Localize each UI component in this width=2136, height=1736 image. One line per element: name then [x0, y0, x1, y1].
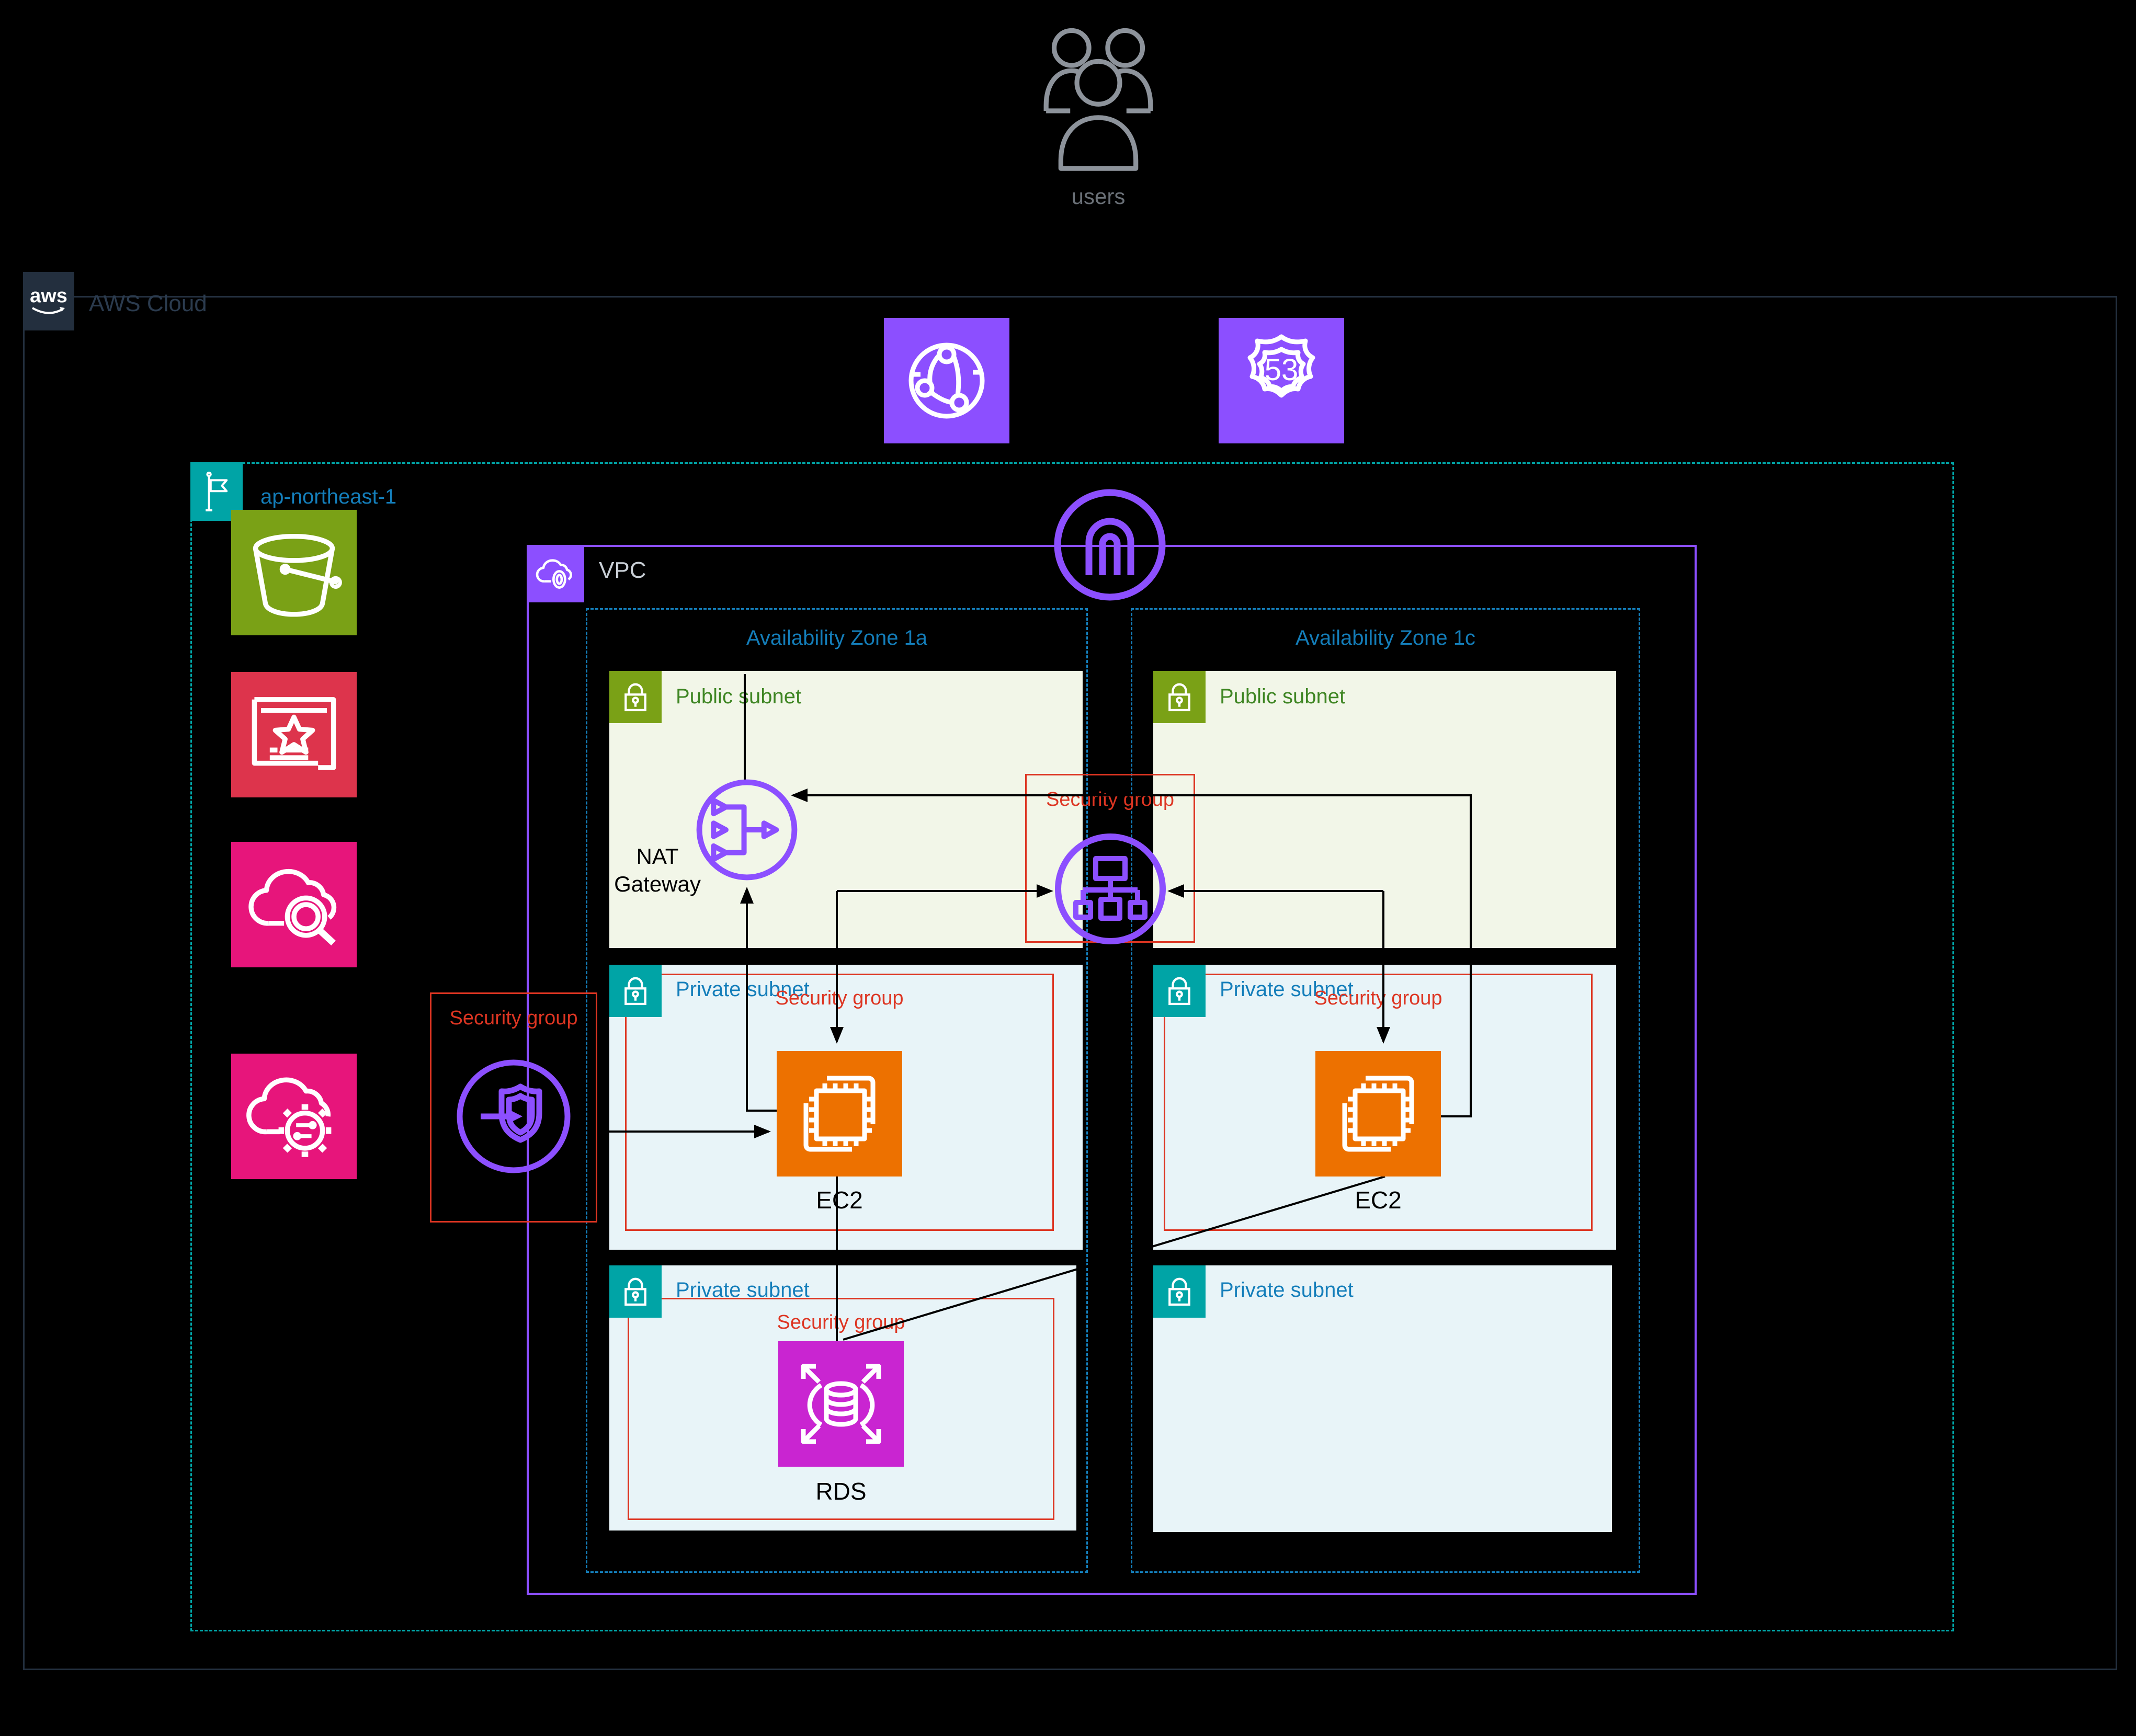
rds-label: RDS [815, 1478, 867, 1505]
nat-gateway-icon [695, 778, 799, 882]
security-group-rds-label: Security group [777, 1311, 905, 1333]
private-subnet-1a-db-label: Private subnet [676, 1278, 810, 1301]
cloudfront-icon [884, 318, 1009, 443]
internet-gateway-icon [1052, 487, 1167, 602]
private-subnet-1a-app-label: Private subnet [676, 978, 810, 1001]
private-subnet-lock-icon [609, 1265, 662, 1318]
private-subnet-lock-icon [1153, 965, 1206, 1017]
az-1c-label: Availability Zone 1c [1296, 626, 1475, 649]
private-subnet-1c-db-label: Private subnet [1220, 1278, 1354, 1301]
ec2-1a-label: EC2 [816, 1186, 863, 1214]
security-group-alb-label: Security group [1046, 789, 1174, 810]
nat-gateway-label: NAT Gateway [614, 844, 701, 896]
users-icon [1031, 13, 1165, 185]
private-subnet-1c-db [1153, 1265, 1612, 1532]
private-subnet-lock-icon [1153, 1265, 1206, 1318]
aws-cloud-container [23, 296, 2117, 1670]
public-subnet-1c-label: Public subnet [1220, 685, 1346, 708]
wire-ec2-1c-to-nat [791, 789, 1472, 1117]
aws-logo-text: aws [30, 285, 67, 307]
security-group-ec2-1a [625, 974, 1054, 1231]
az-1c-container [1131, 608, 1640, 1573]
vpc-icon [527, 545, 584, 602]
region-container [190, 462, 1954, 1631]
systems-manager-icon [231, 1054, 357, 1179]
private-subnet-1c-app-label: Private subnet [1220, 978, 1354, 1001]
ec2-icon [1315, 1051, 1441, 1177]
wire-ec2-1a-to-nat [740, 887, 777, 1112]
public-subnet-1a [609, 671, 1083, 948]
security-group-ec2-1c-label: Security group [1314, 987, 1442, 1009]
load-balancer-icon [1053, 831, 1168, 946]
vpc-label: VPC [599, 557, 646, 583]
users-label: users [1071, 184, 1126, 209]
az-1a-container [586, 608, 1088, 1573]
security-group-rds [628, 1298, 1054, 1520]
aws-logo: aws [23, 272, 74, 330]
route53-icon: 53 [1219, 318, 1344, 443]
ec2-1c-label: EC2 [1355, 1186, 1402, 1214]
private-subnet-lock-icon [609, 965, 662, 1017]
ec2-icon [777, 1051, 902, 1177]
security-group-ec2-1a-label: Security group [775, 987, 904, 1009]
aws-cloud-title: AWS Cloud [89, 291, 207, 316]
security-group-shield-label: Security group [449, 1007, 578, 1029]
security-group-shield [430, 992, 597, 1223]
region-label: ap-northeast-1 [260, 485, 397, 508]
certificate-manager-icon [231, 672, 357, 797]
public-subnet-lock-icon [609, 671, 662, 723]
rds-icon [778, 1341, 904, 1467]
public-subnet-1c [1153, 671, 1616, 948]
public-subnet-lock-icon [1153, 671, 1206, 723]
s3-icon [231, 510, 357, 635]
aws-smile-icon [31, 307, 65, 314]
public-subnet-1a-label: Public subnet [676, 685, 802, 708]
wire-ec2-1c-to-rds [843, 1175, 1385, 1341]
az-1a-label: Availability Zone 1a [746, 626, 928, 649]
vpc-container [527, 545, 1697, 1595]
security-group-ec2-1c [1164, 974, 1593, 1231]
cloudwatch-icon [231, 842, 357, 967]
security-shield-icon [453, 1056, 574, 1177]
route53-badge: 53 [1264, 353, 1299, 387]
